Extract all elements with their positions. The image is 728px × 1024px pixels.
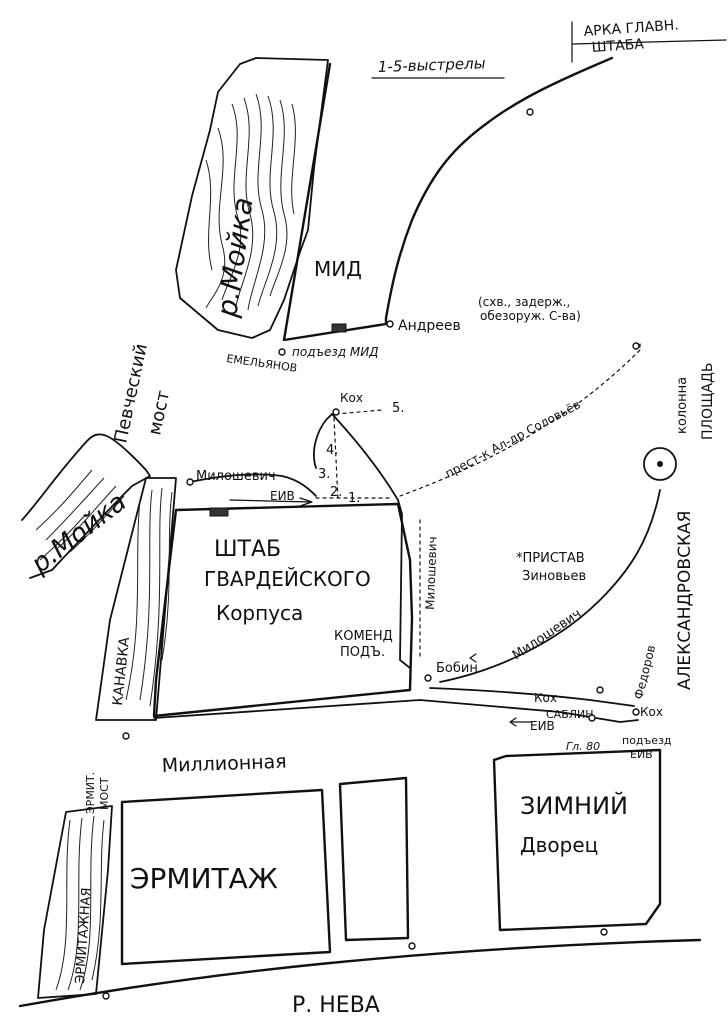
location-dot bbox=[278, 348, 286, 356]
location-dot bbox=[596, 686, 604, 694]
hermitage-bridge-label-2: МОСТ bbox=[98, 777, 111, 810]
square-label: ПЛОЩАДЬ bbox=[700, 362, 716, 440]
miloshevich-left-label: Милошевич bbox=[196, 469, 276, 484]
kokh-right-label: Кох bbox=[640, 705, 663, 719]
kanavka-canal bbox=[95, 477, 177, 721]
bobin-label: Бобин bbox=[436, 661, 478, 676]
hermitage-bridge-label-1: ЭРМИТ. bbox=[84, 772, 97, 814]
komend-label-2: ПОДЪ. bbox=[340, 645, 385, 660]
eiv-entrance-label-1: подъезд bbox=[622, 734, 672, 747]
eiv-left-label: ЕИВ bbox=[270, 489, 295, 503]
kokh-bottom-label: Кох bbox=[534, 691, 557, 705]
miloshevich-vertical-label: Милошевич bbox=[423, 536, 440, 610]
winter-palace bbox=[492, 748, 662, 932]
shot-1: 1. bbox=[348, 491, 360, 506]
location-dot bbox=[386, 320, 394, 328]
moika-river-top bbox=[175, 57, 329, 339]
moika-top-label: р.Мойка bbox=[210, 195, 260, 320]
location-dot bbox=[632, 342, 640, 350]
winter-palace-label-1: ЗИМНИЙ bbox=[520, 791, 628, 820]
routes bbox=[153, 343, 661, 723]
hermitage-canal-label: ЭРМИТАЖНАЯ bbox=[73, 887, 95, 984]
alexander-column bbox=[643, 447, 677, 481]
mid-label: МИД bbox=[314, 257, 362, 281]
pristav-label-2: Зиновьев bbox=[522, 569, 586, 584]
location-dot bbox=[122, 732, 130, 740]
hermitage-building bbox=[120, 788, 332, 966]
location-dot bbox=[588, 714, 596, 722]
mid-entrance-label: подъезд МИД bbox=[292, 345, 379, 359]
arch-label-1: АРКА ГЛАВН. bbox=[583, 17, 679, 40]
location-dot bbox=[332, 408, 340, 416]
middle-block bbox=[338, 776, 410, 942]
location-dot bbox=[102, 992, 110, 1000]
neva-embankment bbox=[18, 938, 702, 1008]
hq-label-3: Корпуса bbox=[216, 601, 303, 625]
moika-left-label: р.Мойка bbox=[25, 487, 132, 580]
arch-label-2: ШТАБА bbox=[591, 36, 645, 56]
alexandrovskaya-label: АЛЕКСАНДРОВСКАЯ bbox=[675, 511, 695, 690]
hq-label-2: ГВАРДЕЙСКОГО bbox=[204, 567, 371, 591]
kanavka-label: КАНАВКА bbox=[110, 636, 133, 706]
eiv-bottom-label: ЕИВ bbox=[530, 719, 555, 733]
map-title: 1-5-выстрелы bbox=[378, 54, 486, 76]
pevchesky-label-2: мост bbox=[144, 389, 174, 437]
moika-river-left bbox=[21, 433, 151, 579]
sablin-label: САБЛИН bbox=[546, 708, 594, 721]
miloshevich-right-label: Милошевич bbox=[510, 606, 584, 663]
hermitage-label: ЭРМИТАЖ bbox=[130, 862, 278, 895]
andreev-note-2: обезоруж. С-ва) bbox=[480, 309, 581, 323]
location-dot bbox=[600, 928, 608, 936]
kokh-top-label: Кох bbox=[340, 391, 363, 405]
millionnaya-label: Миллионная bbox=[161, 751, 287, 777]
location-dot bbox=[186, 478, 194, 486]
shot-3: 3. bbox=[318, 467, 330, 482]
emelyanov-label: ЕМЕЛЬЯНОВ bbox=[226, 352, 298, 375]
neva-label: Р. НЕВА bbox=[292, 993, 380, 1018]
location-dot bbox=[424, 674, 432, 682]
fedorov-label: Федоров bbox=[631, 644, 658, 701]
andreev-label: Андреев bbox=[398, 318, 461, 334]
mid-building bbox=[282, 56, 614, 342]
andreev-note-1: (схв., задерж., bbox=[478, 295, 570, 309]
gl80-label: Гл. 80 bbox=[566, 740, 600, 753]
arch-marker bbox=[571, 21, 727, 63]
solovyov-label: прест-к Ал-др Соловьёв bbox=[443, 397, 583, 480]
column-label: колонна bbox=[675, 377, 690, 434]
location-dot bbox=[408, 942, 416, 950]
shot-4: 4. bbox=[326, 443, 338, 458]
shot-5: 5. bbox=[392, 401, 404, 416]
komend-label-1: КОМЕНД bbox=[334, 629, 393, 644]
location-dot bbox=[526, 108, 534, 116]
hq-label-1: ШТАБ bbox=[214, 537, 281, 562]
shot-2: 2. bbox=[330, 485, 342, 500]
location-dot bbox=[632, 708, 640, 716]
pristav-label-1: *ПРИСТАВ bbox=[516, 551, 585, 566]
winter-palace-label-2: Дворец bbox=[520, 833, 598, 857]
